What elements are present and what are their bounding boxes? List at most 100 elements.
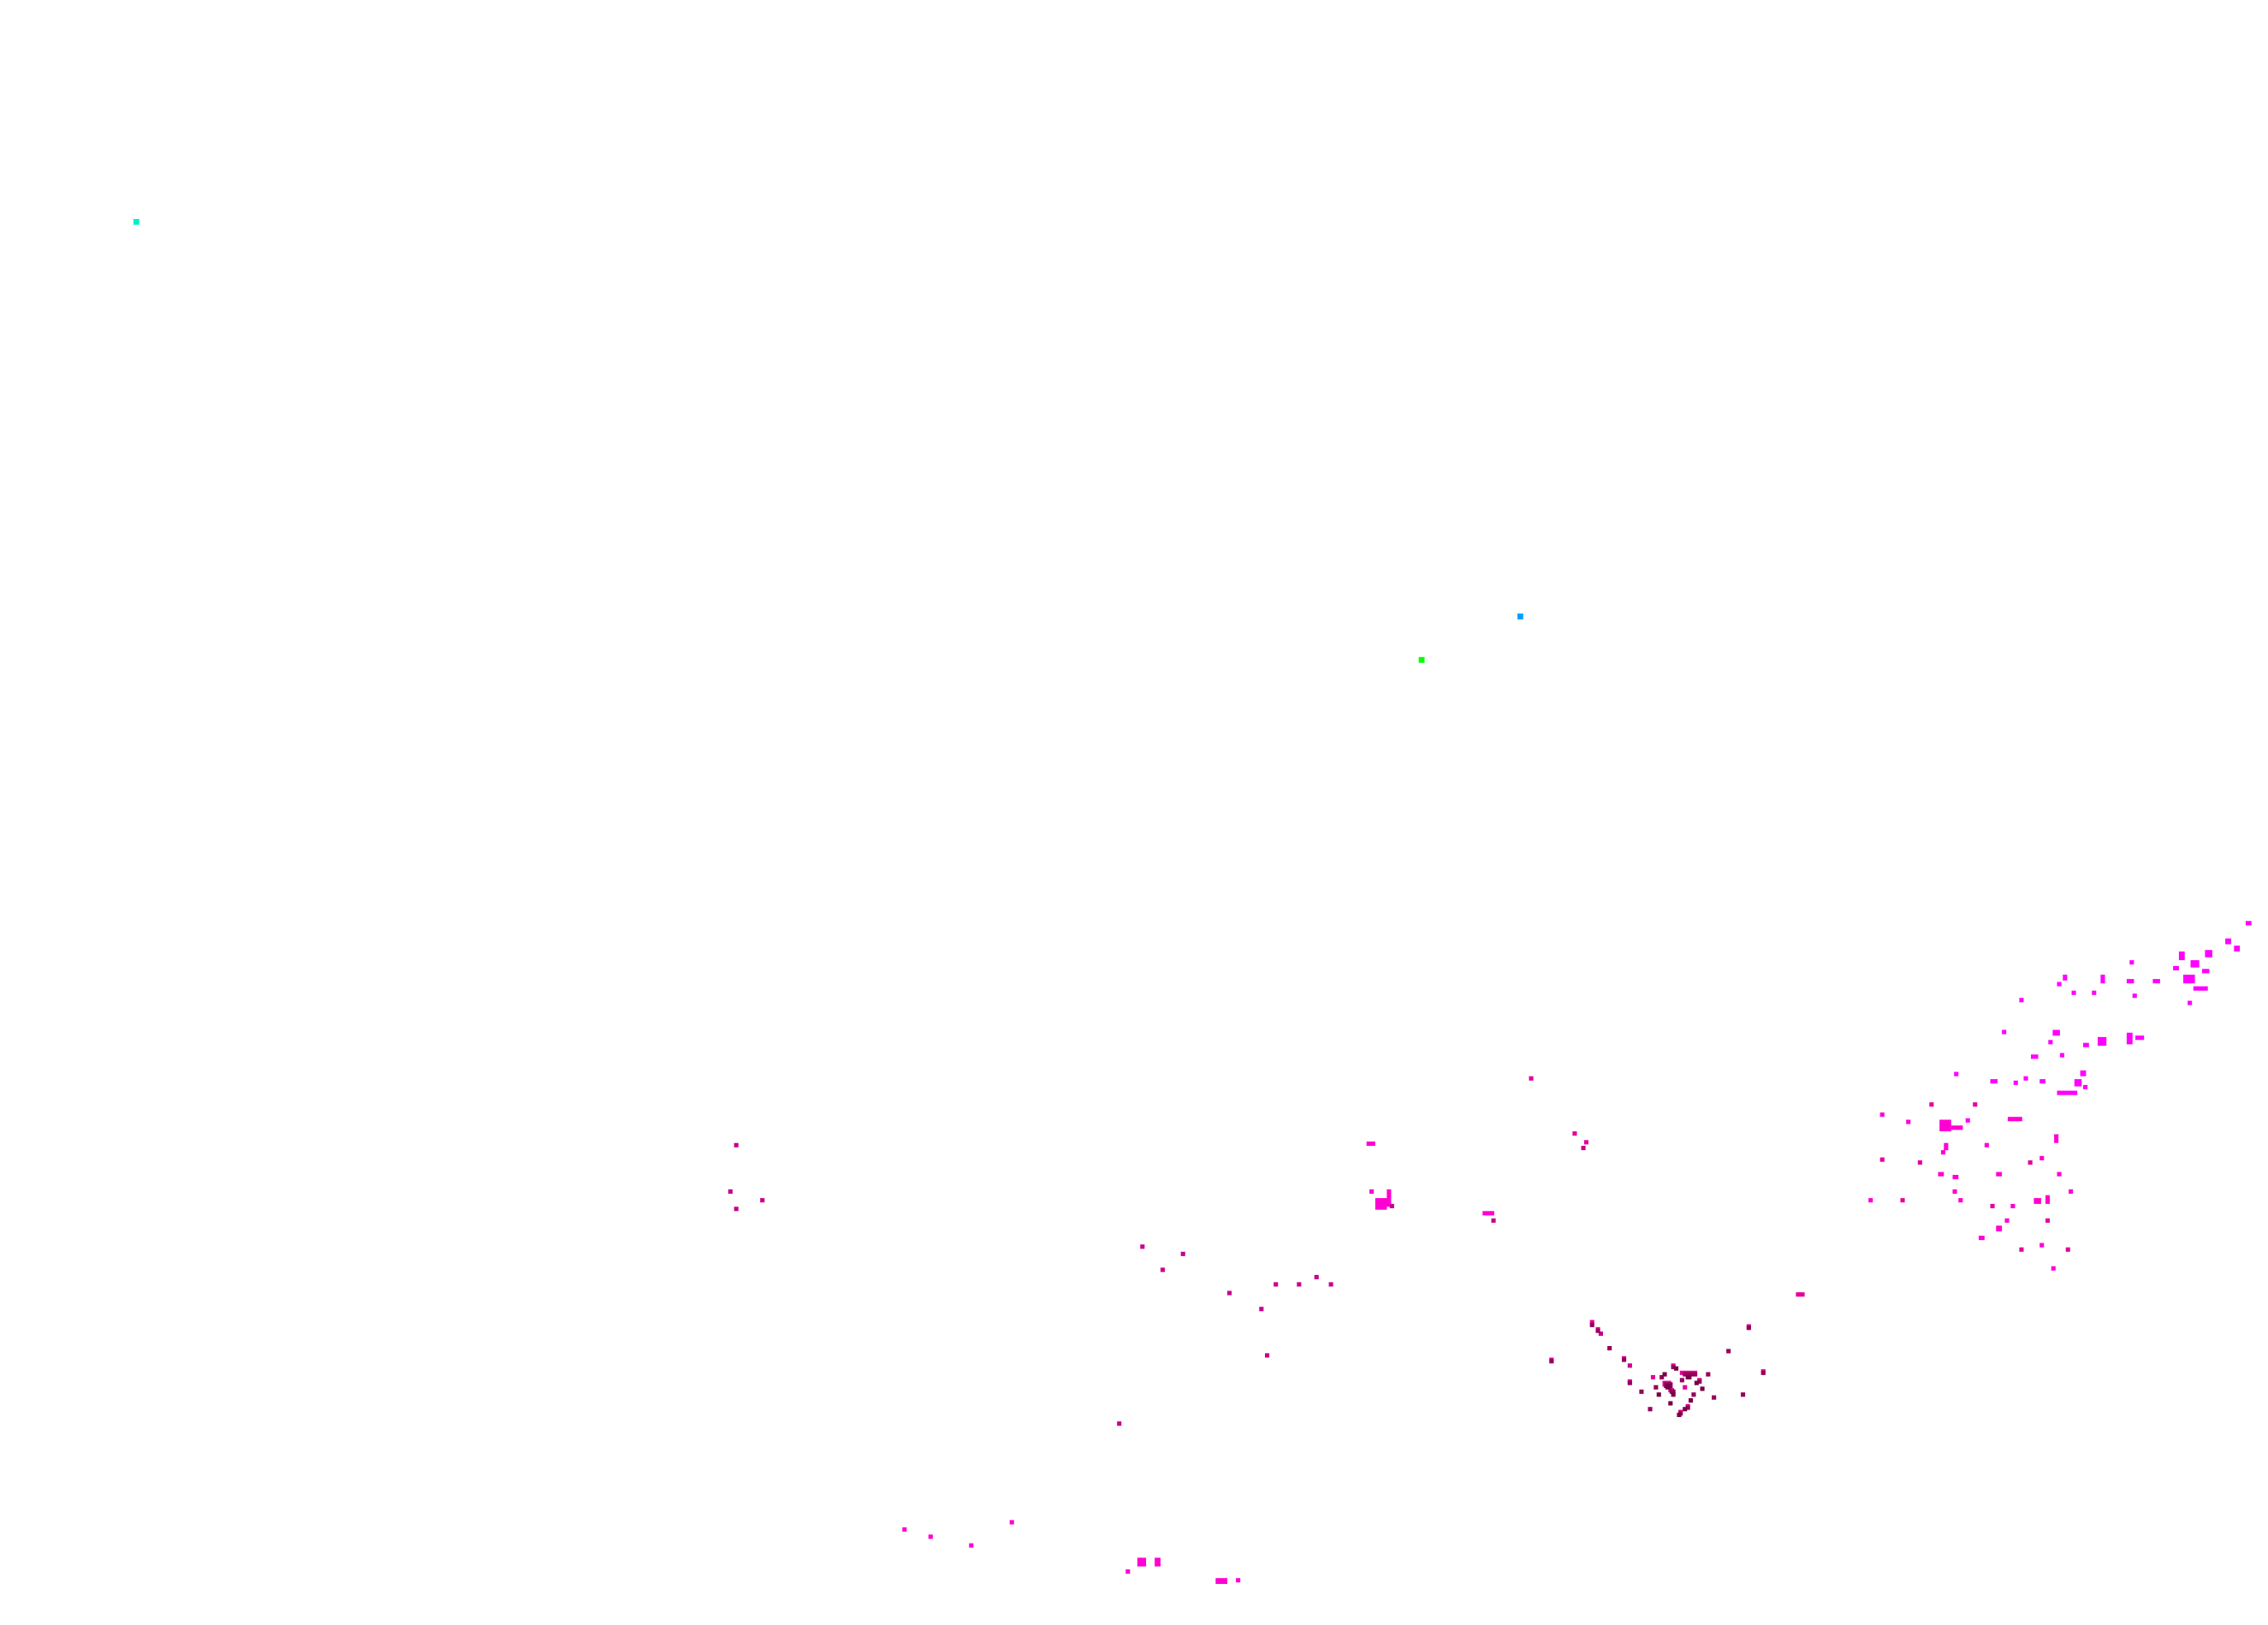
map-point-dark-magenta	[1697, 1379, 1702, 1384]
map-point-darkest	[1694, 1380, 1699, 1385]
map-point-crimson	[727, 1189, 733, 1194]
map-point-pink	[1950, 1125, 1963, 1130]
map-point-magenta	[1583, 1140, 1588, 1145]
map-point-pink	[1009, 1520, 1014, 1525]
map-point-magenta	[1572, 1131, 1577, 1136]
map-point-pink	[1996, 1171, 2003, 1177]
map-point-bright-magenta	[2092, 990, 2097, 995]
map-point-pink	[1906, 1119, 1911, 1124]
map-point-darkest	[1668, 1401, 1673, 1406]
map-point-pink	[2033, 1198, 2041, 1204]
map-point-magenta	[2019, 1247, 2024, 1252]
map-point-darkest	[1662, 1372, 1667, 1377]
map-point-pink	[1369, 1189, 1374, 1194]
map-point-magenta	[1900, 1198, 1905, 1203]
map-point-dark-magenta	[1549, 1359, 1554, 1364]
map-point-darkest	[1671, 1392, 1676, 1397]
map-point-green	[1418, 656, 1425, 663]
map-point-dark-magenta	[1679, 1378, 1684, 1383]
map-point-pink	[1939, 1119, 1951, 1132]
map-point-pink	[2045, 1195, 2051, 1204]
map-point-crimson	[1274, 1282, 1279, 1287]
map-point-bright-magenta	[2074, 1079, 2082, 1087]
map-point-bright-magenta	[2173, 965, 2179, 970]
map-point-bright-magenta	[1965, 1118, 1970, 1123]
map-point-dark-magenta	[1691, 1392, 1696, 1397]
map-point-crimson	[1259, 1307, 1264, 1312]
map-point-crimson	[733, 1142, 739, 1148]
map-point-bright-magenta	[2057, 1090, 2078, 1095]
map-point-magenta	[1529, 1076, 1534, 1081]
map-point-bright-magenta	[2190, 960, 2200, 968]
map-point-crimson	[1491, 1218, 1496, 1223]
map-point-darkest	[1685, 1374, 1692, 1379]
map-point-bright-magenta	[2188, 1000, 2193, 1005]
map-point-pink	[902, 1527, 907, 1532]
map-point-crimson	[1598, 1331, 1603, 1337]
map-point-dark-magenta	[1595, 1328, 1600, 1333]
map-point-cyan	[133, 218, 140, 225]
map-point-pink	[1996, 1225, 2003, 1232]
map-point-dark-magenta	[1627, 1380, 1632, 1385]
map-point-bright-magenta	[2059, 1053, 2064, 1058]
map-point-dark-magenta	[1659, 1374, 1665, 1379]
map-point-magenta	[1879, 1157, 1885, 1162]
map-point-bright-magenta	[2234, 946, 2241, 952]
map-point-darkest	[1689, 1398, 1694, 1403]
map-point-bright-magenta	[2071, 990, 2076, 995]
map-point-bright-magenta	[2083, 1042, 2089, 1047]
map-point-bright-magenta	[2048, 1040, 2053, 1045]
map-point-bright-magenta	[2063, 975, 2068, 981]
map-point-dark-magenta	[1741, 1392, 1746, 1397]
map-point-pink	[1386, 1189, 1392, 1207]
map-point-pink	[1984, 1142, 1989, 1148]
map-point-pink	[1236, 1578, 1241, 1583]
map-point-bright-magenta	[2100, 975, 2105, 984]
map-point-bright-magenta	[2126, 1032, 2133, 1045]
map-point-magenta	[1917, 1160, 1922, 1165]
map-point-bright-magenta	[2178, 951, 2185, 961]
map-point-dark-magenta	[1622, 1357, 1627, 1362]
map-point-pink	[1944, 1142, 1949, 1151]
map-point-magenta	[1973, 1102, 1978, 1107]
map-point-pink	[1125, 1569, 1131, 1575]
map-point-blue	[1517, 614, 1523, 620]
map-point-crimson	[1265, 1353, 1270, 1358]
map-point-pink	[1215, 1578, 1227, 1584]
map-point-darkest	[1683, 1407, 1688, 1412]
map-point-bright-magenta	[2023, 1076, 2028, 1081]
map-point-pink	[2069, 1189, 2074, 1194]
map-point-bright-magenta	[2202, 969, 2210, 974]
map-point-crimson	[1227, 1290, 1232, 1296]
map-point-pink	[1958, 1198, 1963, 1203]
map-point-bright-magenta	[2031, 1054, 2039, 1059]
map-point-bright-magenta	[2098, 1036, 2107, 1047]
map-point-magenta	[1650, 1374, 1655, 1379]
map-point-pink	[1868, 1198, 1873, 1203]
map-point-pink	[969, 1543, 974, 1548]
map-point-dark-magenta	[1654, 1385, 1659, 1390]
map-point-dark-magenta	[1760, 1370, 1766, 1375]
map-point-crimson	[1161, 1267, 1166, 1272]
map-point-magenta	[1589, 1320, 1594, 1325]
map-point-magenta	[2065, 1247, 2070, 1252]
map-point-bright-magenta	[2083, 1084, 2088, 1089]
map-point-dark-magenta	[1648, 1407, 1653, 1412]
map-point-bright-magenta	[2057, 982, 2062, 987]
map-point-dark-magenta	[1639, 1389, 1644, 1394]
map-point-crimson	[760, 1198, 765, 1203]
map-point-bright-magenta	[1990, 1079, 1998, 1084]
map-point-pink	[2039, 1155, 2045, 1160]
map-point-pink	[1155, 1557, 1161, 1567]
map-point-dark-magenta	[1746, 1326, 1751, 1331]
map-point-crimson	[1627, 1363, 1632, 1368]
map-point-crimson	[1314, 1274, 1319, 1279]
map-point-magenta	[1683, 1385, 1688, 1390]
map-point-dark-magenta	[1706, 1372, 1711, 1377]
map-point-crimson	[1297, 1282, 1302, 1287]
map-point-pink	[2007, 1117, 2022, 1122]
map-point-dark-magenta	[1683, 1372, 1698, 1377]
map-point-bright-magenta	[2080, 1070, 2087, 1076]
map-point-pink	[2039, 1242, 2045, 1248]
